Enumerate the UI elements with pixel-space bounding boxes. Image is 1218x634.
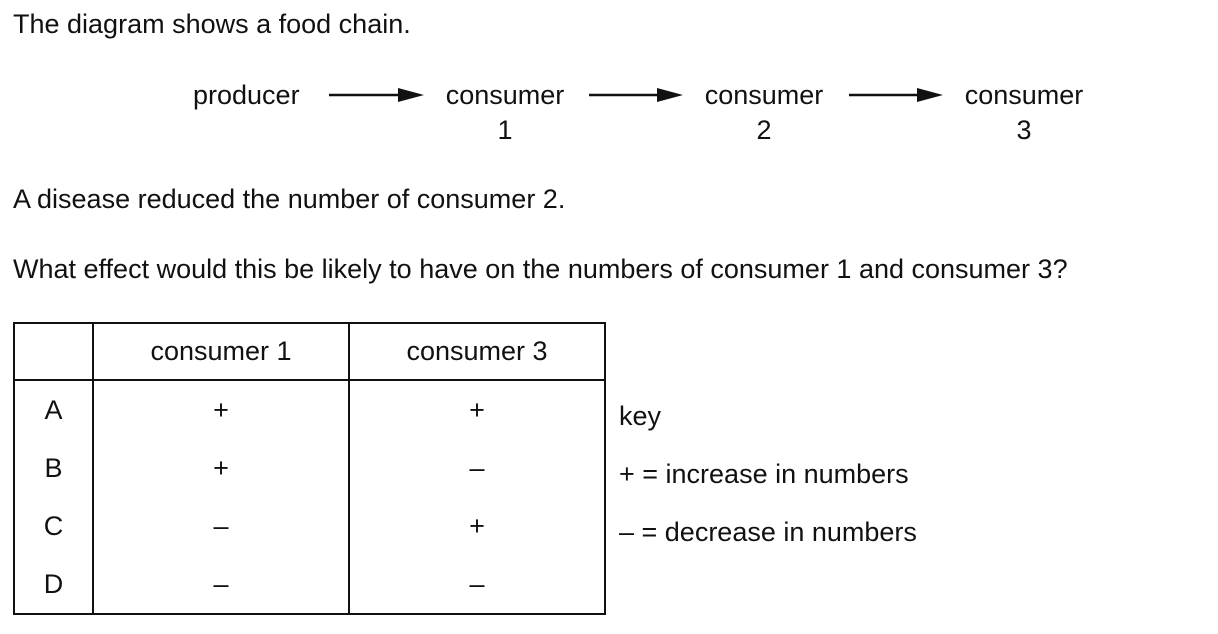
header-cell-option: [13, 322, 94, 381]
chain-node-producer: producer: [193, 79, 300, 111]
consumer-3-effect: –: [348, 555, 606, 615]
chain-node-number: 2: [756, 115, 772, 145]
consumer-3-effect: –: [348, 439, 606, 497]
consumer-1-effect: +: [92, 379, 350, 439]
option-letter: A: [13, 379, 94, 439]
answer-table: consumer 1 consumer 3 A + + B + – C – + …: [13, 322, 606, 615]
consumer-3-effect: +: [348, 379, 606, 439]
table-row: C – +: [13, 497, 606, 555]
chain-node-label: consumer: [964, 80, 1084, 110]
table-row: D – –: [13, 555, 606, 615]
chain-node-label: consumer: [445, 80, 565, 110]
key-item-increase: + = increase in numbers: [619, 459, 909, 489]
intro-text: The diagram shows a food chain.: [13, 9, 411, 39]
option-letter: B: [13, 439, 94, 497]
header-cell-consumer-1: consumer 1: [92, 322, 350, 381]
table-header-row: consumer 1 consumer 3: [13, 322, 606, 381]
arrow-3: [849, 88, 943, 102]
arrow-2: [589, 88, 683, 102]
consumer-1-effect: –: [92, 555, 350, 615]
consumer-1-effect: –: [92, 497, 350, 555]
option-letter: D: [13, 555, 94, 615]
chain-node-number: 1: [497, 115, 513, 145]
consumer-3-effect: +: [348, 497, 606, 555]
consumer-1-effect: +: [92, 439, 350, 497]
chain-node-number: 3: [1016, 115, 1032, 145]
chain-node-consumer-3: consumer 3: [957, 79, 1091, 146]
chain-node-consumer-1: consumer 1: [438, 79, 572, 146]
chain-node-label: consumer: [704, 80, 824, 110]
header-cell-consumer-3: consumer 3: [348, 322, 606, 381]
table-row: B + –: [13, 439, 606, 497]
question-text: What effect would this be likely to have…: [13, 254, 1068, 284]
chain-node-label: producer: [193, 80, 300, 110]
option-letter: C: [13, 497, 94, 555]
statement-text: A disease reduced the number of consumer…: [13, 184, 566, 214]
key-title: key: [619, 401, 662, 431]
table-row: A + +: [13, 379, 606, 439]
arrow-1: [329, 88, 424, 102]
chain-node-consumer-2: consumer 2: [697, 79, 831, 146]
key-item-decrease: – = decrease in numbers: [619, 517, 917, 547]
